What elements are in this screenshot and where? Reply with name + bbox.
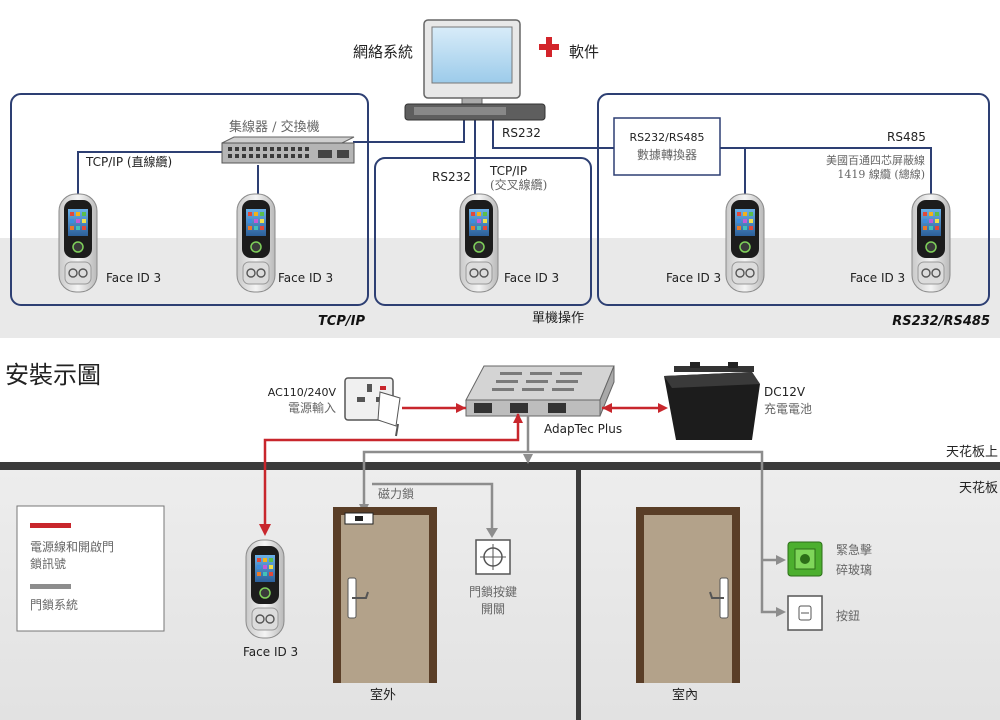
emergency-label-2: 碎玻璃 bbox=[836, 562, 872, 577]
computer-icon bbox=[404, 19, 546, 121]
converter-sub: 數據轉換器 bbox=[637, 148, 697, 162]
cable-note-1: 美國百通四芯屏蔽線 bbox=[826, 153, 925, 167]
room-background bbox=[0, 470, 1000, 720]
device-name-3: Face ID 3 bbox=[504, 271, 559, 285]
door-inside bbox=[636, 507, 740, 683]
push-button-label: 按鈕 bbox=[836, 609, 860, 623]
tcpip-cross-sub: (交叉線纜) bbox=[490, 177, 547, 192]
face-device-5 bbox=[911, 193, 951, 293]
exit-button-label-2: 開關 bbox=[481, 602, 505, 616]
face-device-3 bbox=[459, 193, 499, 293]
battery-icon bbox=[664, 362, 760, 440]
plus-icon bbox=[539, 37, 559, 57]
hub-label: 集線器 / 交換機 bbox=[229, 119, 320, 135]
legend-red-swatch bbox=[30, 523, 71, 528]
adaptec-label: AdapTec Plus bbox=[544, 422, 622, 436]
top-section-floor bbox=[0, 238, 1000, 338]
dc-label: DC12V bbox=[764, 385, 806, 399]
device-name-install: Face ID 3 bbox=[243, 645, 298, 659]
tcpip-frame bbox=[10, 93, 369, 306]
ceiling-label: 天花板 bbox=[959, 480, 998, 496]
device-name-4: Face ID 3 bbox=[666, 271, 721, 285]
dc-sub: 充電電池 bbox=[764, 401, 812, 416]
device-name-2: Face ID 3 bbox=[278, 271, 333, 285]
inside-label: 室內 bbox=[672, 687, 698, 703]
converter-label: RS232/RS485 bbox=[630, 131, 705, 144]
exit-button-icon bbox=[475, 539, 511, 575]
face-device-install bbox=[245, 539, 285, 639]
cable-note-2: 1419 線纜 (總線) bbox=[837, 167, 925, 181]
rs485-label: RS485 bbox=[887, 130, 926, 144]
ceiling-line bbox=[0, 462, 1000, 470]
power-socket-icon bbox=[344, 377, 401, 437]
door-outside bbox=[333, 507, 437, 683]
legend-gray-swatch bbox=[30, 584, 71, 589]
red-arrowheads bbox=[259, 403, 668, 536]
exit-button-label-1: 門鎖按鍵 bbox=[469, 584, 517, 599]
ac-sub: 電源輸入 bbox=[288, 400, 336, 415]
tcpip-cross-label: TCP/IP bbox=[489, 164, 527, 178]
face-device-2 bbox=[236, 193, 276, 293]
emergency-label-1: 緊急擊 bbox=[836, 542, 872, 557]
ceiling-above-label: 天花板上 bbox=[946, 444, 998, 460]
rs232-top-label: RS232 bbox=[502, 126, 541, 140]
gray-lock-lines bbox=[362, 416, 780, 614]
rs232-mid-label: RS232 bbox=[432, 170, 471, 184]
software-label: 軟件 bbox=[569, 43, 599, 61]
legend-red-label-2: 鎖訊號 bbox=[30, 556, 66, 571]
emergency-glass-icon bbox=[787, 541, 823, 577]
tcpip-direct-label: TCP/IP (直線纜) bbox=[85, 154, 172, 169]
section-tcpip-label: TCP/IP bbox=[318, 314, 366, 329]
push-button-icon bbox=[787, 595, 823, 631]
face-device-1 bbox=[58, 193, 98, 293]
single-frame bbox=[374, 157, 592, 306]
section-rs-label: RS232/RS485 bbox=[892, 314, 990, 329]
rs485-frame bbox=[597, 93, 990, 306]
section-single-label: 單機操作 bbox=[532, 310, 584, 326]
network-label: 網絡系統 bbox=[353, 43, 413, 61]
adaptec-box-icon bbox=[465, 365, 615, 417]
legend-red-label-1: 電源線和開啟門 bbox=[30, 539, 114, 554]
switch-icon bbox=[221, 136, 355, 164]
outside-label: 室外 bbox=[370, 687, 396, 703]
ac-label: AC110/240V bbox=[268, 386, 337, 399]
device-name-5: Face ID 3 bbox=[850, 271, 905, 285]
face-device-4 bbox=[725, 193, 765, 293]
install-title: 安裝示圖 bbox=[5, 361, 101, 389]
maglock-label: 磁力鎖 bbox=[378, 486, 414, 501]
converter-box bbox=[613, 117, 721, 176]
room-divider-wall bbox=[576, 470, 581, 720]
legend-gray-label: 門鎖系統 bbox=[30, 597, 78, 612]
device-name-1: Face ID 3 bbox=[106, 271, 161, 285]
